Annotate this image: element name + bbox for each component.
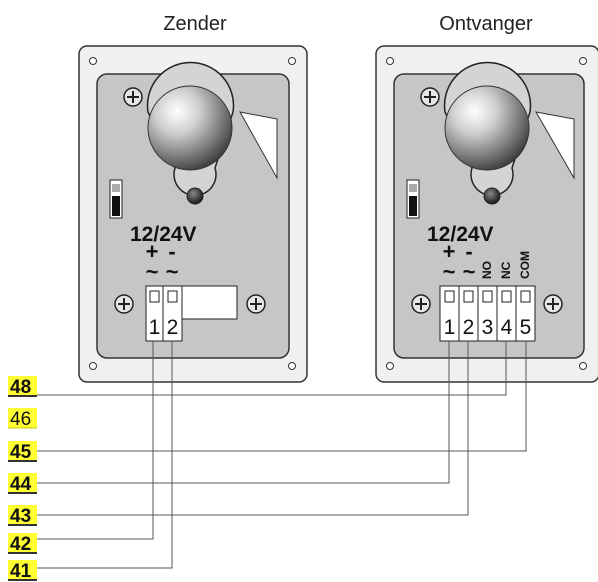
strip-terminal-number: 45 (10, 442, 32, 463)
receiver-terminal-number: 5 (520, 316, 532, 339)
sender-lens-sphere (147, 85, 233, 171)
strip-terminal: 43 (8, 505, 37, 527)
receiver-nc-label: NC (499, 261, 513, 279)
strip-terminal: 46 (8, 408, 37, 430)
receiver-ac-symbol: ~ (463, 259, 476, 284)
strip-terminal-number: 42 (10, 534, 31, 555)
receiver-ac-symbol: ~ (443, 259, 456, 284)
receiver-mount-hole (386, 362, 394, 370)
receiver-mount-hole (579, 362, 587, 370)
receiver-terminal: 2 (458, 285, 479, 342)
receiver-device: Ontvanger 12/24V + - ~ ~ NO NC COM 1 (375, 13, 598, 383)
sender-plus-symbol: + (146, 239, 159, 264)
terminal-strip: 48 46 45 44 43 42 41 (8, 376, 37, 582)
receiver-minus-symbol: - (465, 239, 472, 264)
receiver-title: Ontvanger (439, 13, 533, 35)
receiver-terminal: 4 (496, 285, 517, 342)
sender-terminal-number: 1 (149, 316, 161, 339)
receiver-terminal-number: 3 (482, 316, 494, 339)
strip-terminal-number: 44 (10, 474, 32, 495)
sender-title: Zender (163, 13, 227, 35)
receiver-voltage-label: 12/24V (427, 223, 494, 246)
strip-terminal: 48 (8, 376, 37, 398)
wire-42-to-sender-1 (37, 341, 154, 540)
sender-minus-symbol: - (168, 239, 175, 264)
receiver-com-label: COM (518, 251, 532, 279)
sender-ac-symbol: ~ (166, 259, 179, 284)
wiring (37, 341, 527, 569)
strip-terminal: 44 (8, 473, 37, 495)
strip-terminal: 41 (8, 560, 37, 582)
wire-45-to-receiver-5 (37, 341, 527, 452)
wire-44-to-receiver-1 (37, 341, 450, 484)
receiver-mount-hole (579, 57, 587, 65)
sender-mount-hole (288, 362, 296, 370)
sender-mount-hole (288, 57, 296, 65)
strip-terminal-number: 46 (10, 409, 31, 430)
wire-41-to-sender-2 (37, 341, 173, 569)
strip-terminal-number: 48 (10, 377, 31, 398)
sender-mount-hole (89, 362, 97, 370)
receiver-lens-sphere (444, 85, 530, 171)
sender-terminal-number: 2 (167, 316, 179, 339)
receiver-terminal: 3 (477, 285, 498, 342)
receiver-no-label: NO (480, 261, 494, 279)
wire-48-to-receiver-4 (37, 341, 507, 396)
receiver-led (483, 187, 501, 205)
receiver-mount-hole (386, 57, 394, 65)
strip-terminal-number: 41 (10, 561, 32, 582)
sender-voltage-label: 12/24V (130, 223, 197, 246)
strip-terminal-number: 43 (10, 506, 31, 527)
receiver-terminal-number: 2 (463, 316, 475, 339)
receiver-terminal: 1 (439, 285, 460, 342)
receiver-terminal-number: 1 (444, 316, 456, 339)
sender-terminal: 1 (145, 285, 164, 342)
strip-terminal: 42 (8, 533, 37, 555)
sender-terminal: 2 (162, 285, 183, 342)
sender-ac-symbol: ~ (146, 259, 159, 284)
sender-mount-hole (89, 57, 97, 65)
sender-device: Zender 12/24V + - ~ ~ 1 2 (78, 13, 308, 383)
receiver-terminal-number: 4 (501, 316, 513, 339)
receiver-white-tab (535, 111, 575, 180)
wire-43-to-receiver-2 (37, 341, 469, 516)
strip-terminal: 45 (8, 441, 37, 463)
sender-white-tab (239, 111, 278, 180)
sender-led (186, 187, 204, 205)
receiver-plus-symbol: + (443, 239, 456, 264)
receiver-terminal: 5 (515, 285, 536, 342)
